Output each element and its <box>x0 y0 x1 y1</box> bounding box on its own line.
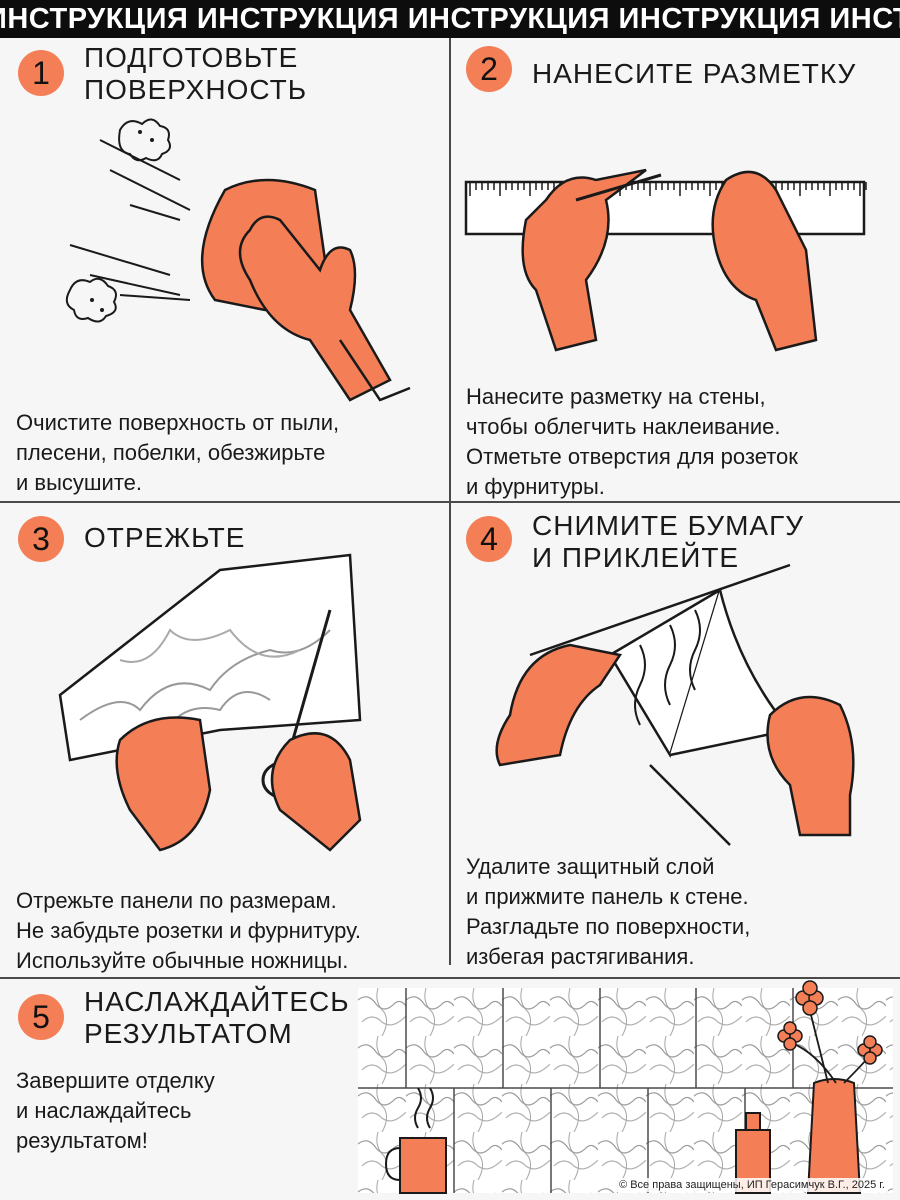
step-title: ПОДГОТОВЬТЕ ПОВЕРХНОСТЬ <box>84 42 308 105</box>
step-description: Удалите защитный слой и прижмите панель … <box>466 854 751 969</box>
step-title: ОТРЕЖЬТЕ <box>84 522 246 553</box>
divider-vertical-mid <box>449 502 451 965</box>
step-description: Нанесите разметку на стены, чтобы облегч… <box>466 384 798 499</box>
step-title: СНИМИТЕ БУМАГУ И ПРИКЛЕЙТЕ <box>532 510 805 573</box>
step-number-badge: 4 <box>466 516 512 562</box>
step-description: Завершите отделку и наслаждайтесь резуль… <box>16 1068 215 1153</box>
header-banner: ИНСТРУКЦИЯ ИНСТРУКЦИЯ ИНСТРУКЦИЯ ИНСТРУК… <box>0 0 900 38</box>
step-description: Очистите поверхность от пыли, плесени, п… <box>16 410 340 495</box>
marble-wall-with-vase-and-mug-icon <box>358 980 893 1194</box>
scissors-marble-panel-icon <box>58 553 362 852</box>
divider-vertical-top <box>449 38 451 501</box>
divider-horizontal-2 <box>0 977 900 979</box>
step-title: НАСЛАЖДАЙТЕСЬ РЕЗУЛЬТАТОМ <box>84 986 350 1049</box>
step-number-badge: 3 <box>18 516 64 562</box>
glove-wiping-cloth-icon <box>65 118 411 402</box>
step-title: НАНЕСИТЕ РАЗМЕТКУ <box>532 58 857 89</box>
step-number-badge: 1 <box>18 50 64 96</box>
ruler-pencil-hands-icon <box>464 168 867 352</box>
banner-text: ИНСТРУКЦИЯ ИНСТРУКЦИЯ ИНСТРУКЦИЯ ИНСТРУК… <box>0 3 900 35</box>
step-number-badge: 2 <box>466 46 512 92</box>
step-number-badge: 5 <box>18 994 64 1040</box>
peel-backing-hands-icon <box>495 563 855 846</box>
divider-horizontal-1 <box>0 501 900 503</box>
step-description: Отрежьте панели по размерам. Не забудьте… <box>16 888 362 973</box>
copyright-notice: © Все права защищены, ИП Герасимчук В.Г.… <box>616 1178 888 1192</box>
